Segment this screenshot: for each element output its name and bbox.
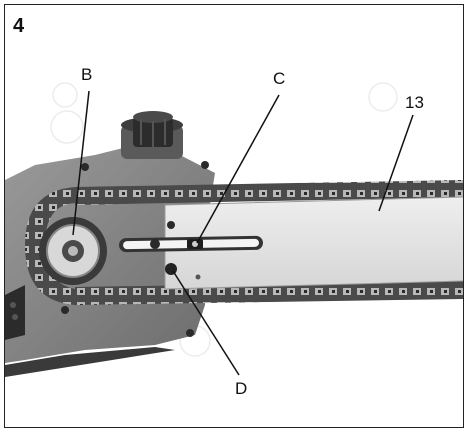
callout-d-label: D xyxy=(235,379,248,398)
callout-c-label: C xyxy=(273,69,286,88)
callout-b-label: B xyxy=(81,65,93,84)
watermark-circles xyxy=(50,82,398,357)
figure-frame: 4 B C 13 D xyxy=(4,4,464,428)
guide-bar xyxy=(119,196,463,290)
oil-tank-cap xyxy=(121,111,183,159)
callout-leader-lines xyxy=(72,90,414,376)
chainsaw-bar-photo xyxy=(5,82,463,377)
sprocket xyxy=(39,217,107,285)
figure-number: 4 xyxy=(13,15,25,37)
callout-13-label: 13 xyxy=(405,93,424,112)
